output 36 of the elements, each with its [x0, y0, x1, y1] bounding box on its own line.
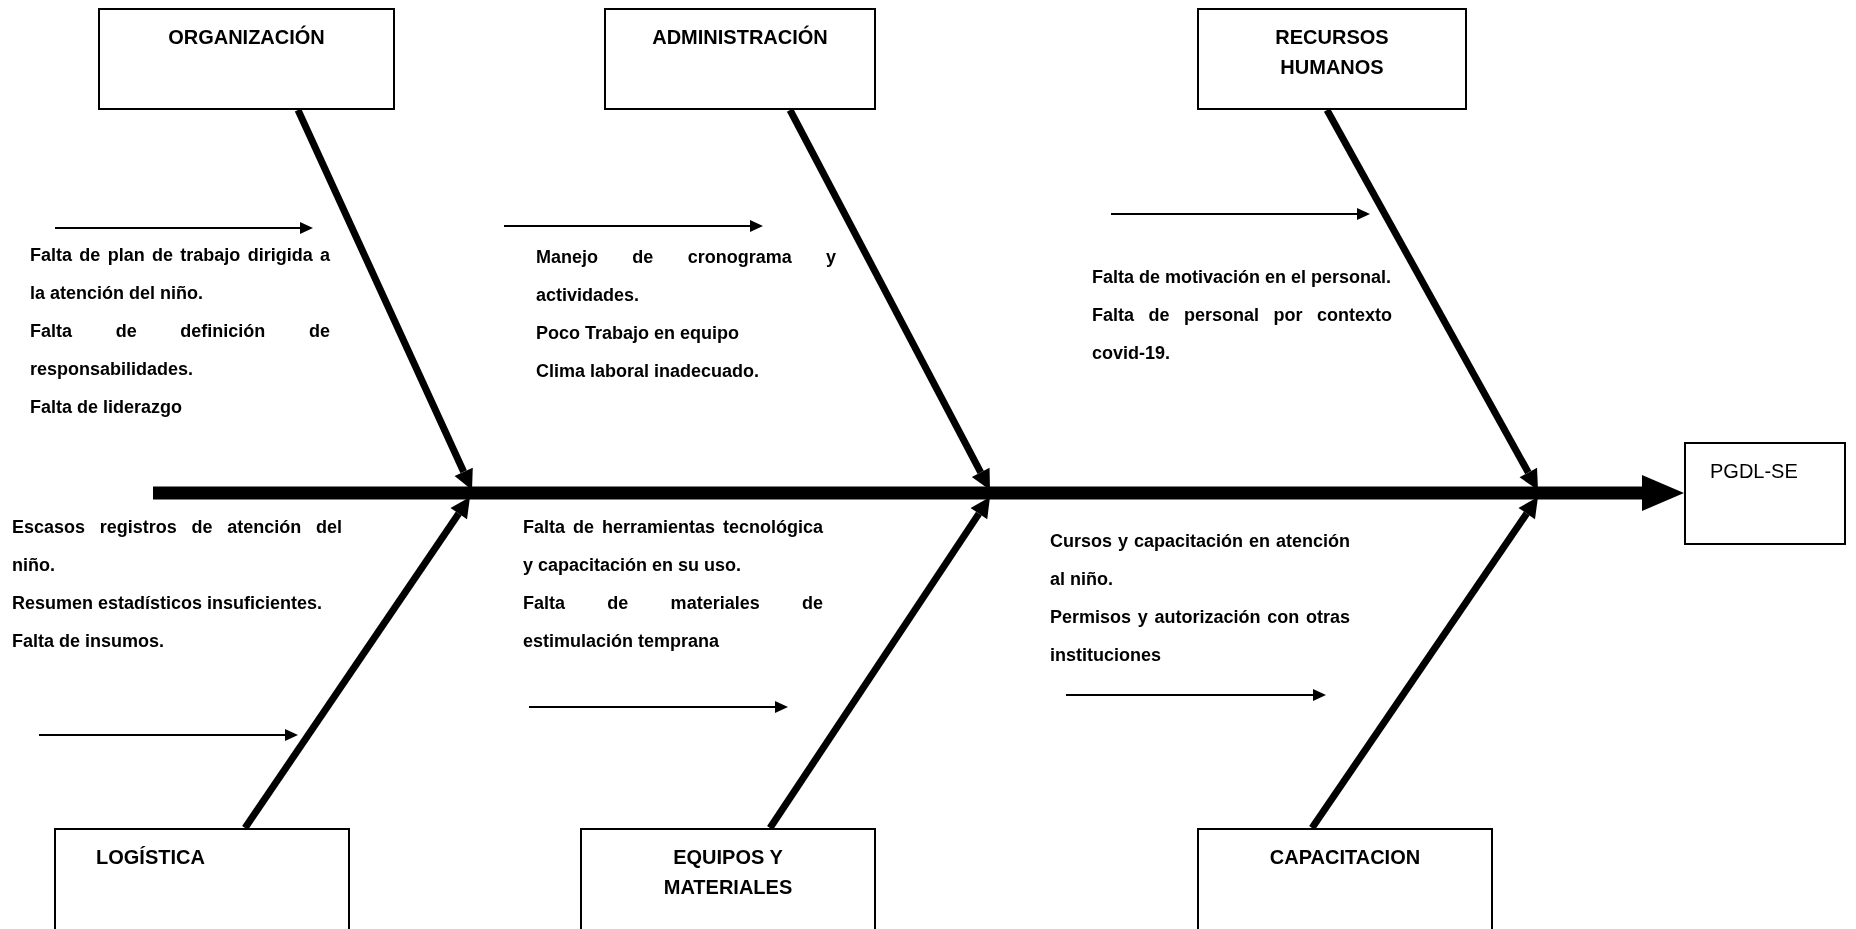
cause-text: Falta de definición de responsabilidades.	[30, 320, 330, 381]
box-title: ORGANIZACIÓN	[168, 24, 325, 50]
box-title: CAPACITACION	[1269, 845, 1421, 870]
box-title: EQUIPOS Y MATERIALES	[662, 845, 794, 900]
bone-arrow	[294, 108, 473, 490]
cause-text: Clima laboral inadecuado.	[536, 360, 761, 383]
cause-text: Falta de motivación en el personal.	[1092, 266, 1392, 289]
cause-text: Falta de liderazgo	[30, 396, 184, 419]
box-title: ADMINISTRACIÓN	[652, 24, 828, 50]
cause-text: Manejo de cronograma y actividades.	[536, 246, 836, 307]
bone-arrow	[767, 497, 990, 830]
cause-text: Resumen estadísticos insuficientes.	[12, 592, 324, 615]
bone-arrow	[1323, 108, 1538, 490]
category-box	[1197, 8, 1467, 110]
category-box	[54, 828, 350, 929]
box-title: RECURSOS HUMANOS	[1274, 25, 1390, 80]
cause-text: Falta de insumos.	[12, 630, 166, 653]
cause-text: Falta de materiales de estimulación temprana	[523, 592, 823, 653]
category-box	[1197, 828, 1493, 929]
cause-text: Poco Trabajo en equipo	[536, 322, 741, 345]
effect-box	[1684, 442, 1846, 545]
cause-text: Falta de plan de trabajo dirigida a la atención del niño.	[30, 244, 330, 305]
box-title: PGDL-SE	[1710, 459, 1798, 484]
cause-text: Falta de personal por contexto covid-19.	[1092, 304, 1392, 365]
bone-arrow	[786, 108, 990, 490]
cause-text: Permisos y autorización con otras instituciones	[1050, 606, 1350, 667]
category-box	[98, 8, 395, 110]
bone-arrow	[1309, 497, 1538, 830]
spine-arrow	[153, 475, 1684, 511]
category-box	[580, 828, 876, 929]
box-title: LOGÍSTICA	[96, 845, 205, 870]
cause-text: Cursos y capacitación en atención al niño.	[1050, 530, 1350, 591]
bone-arrow	[242, 497, 470, 830]
cause-text: Escasos registros de atención del niño.	[12, 516, 342, 577]
cause-text: Falta de herramientas tecnológica y capacitación en su uso.	[523, 516, 823, 577]
category-box	[604, 8, 876, 110]
